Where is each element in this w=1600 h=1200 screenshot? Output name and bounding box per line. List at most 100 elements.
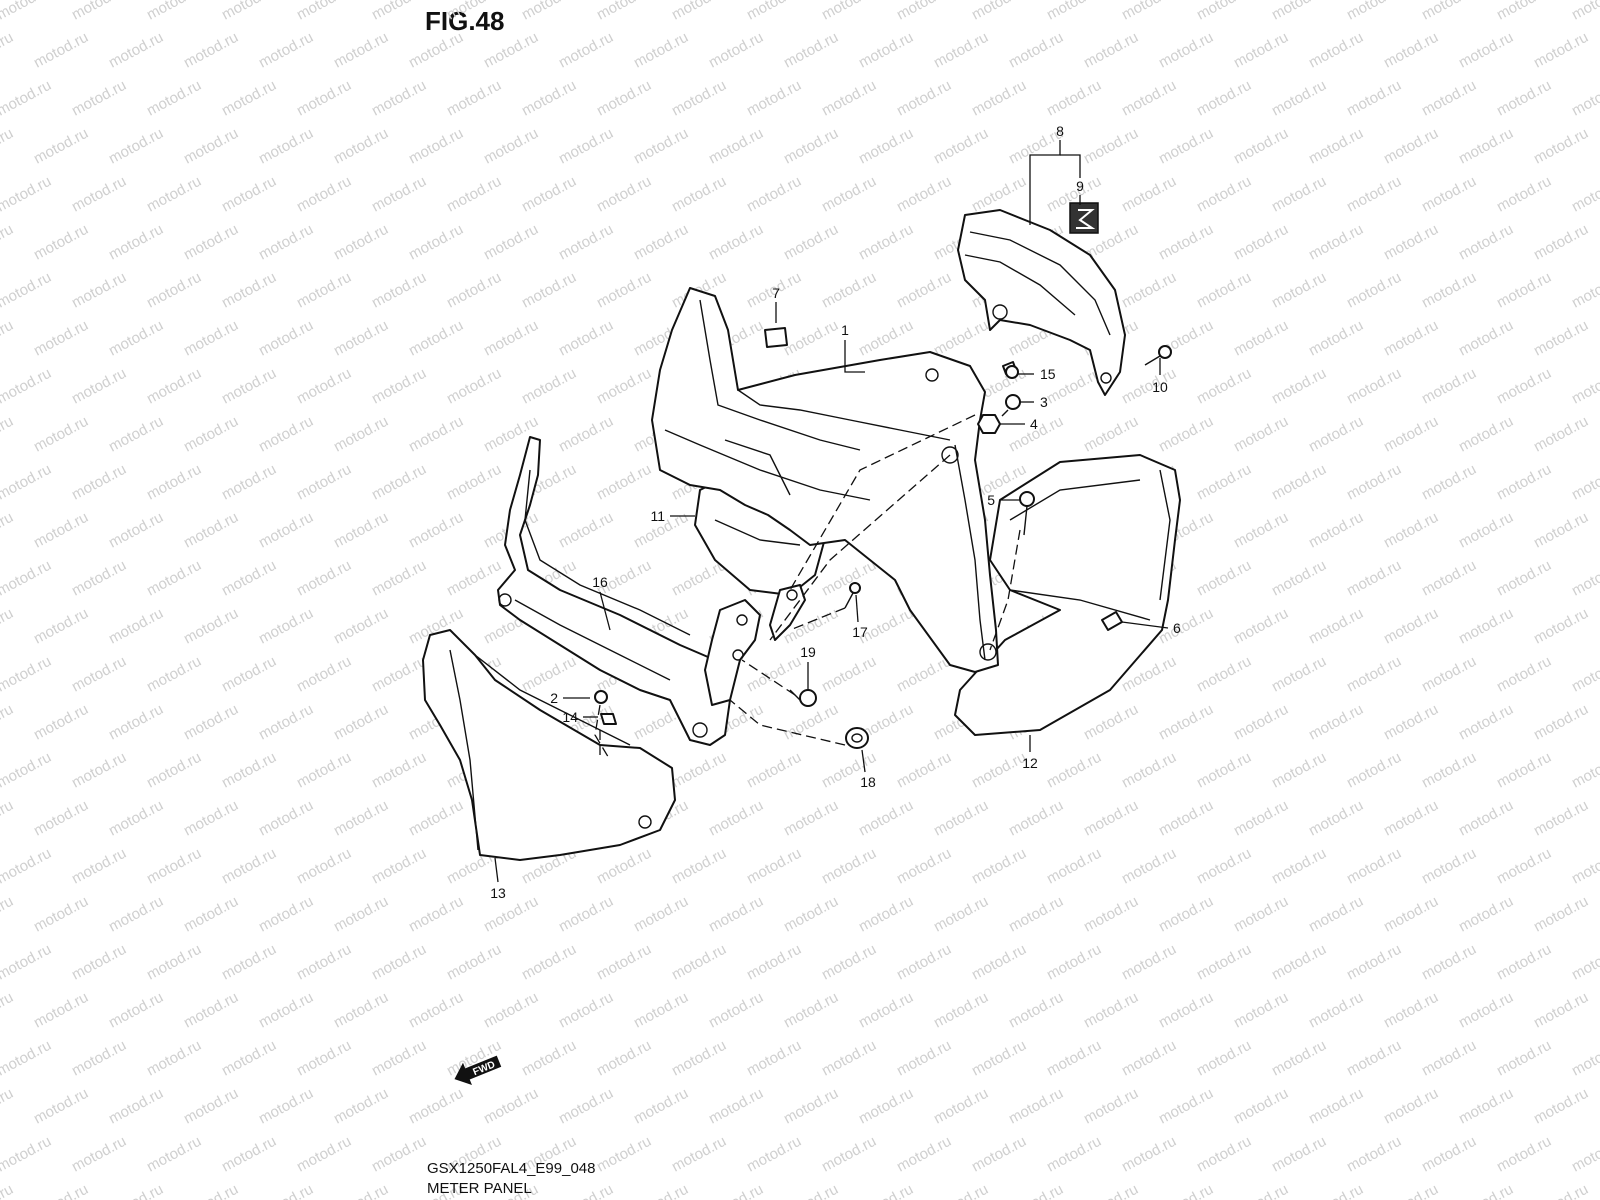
watermark-text: motod.ru: [369, 557, 429, 600]
watermark-text: motod.ru: [31, 317, 91, 360]
watermark-text: motod.ru: [1381, 605, 1441, 648]
watermark-text: motod.ru: [1456, 509, 1516, 552]
watermark-text: motod.ru: [481, 125, 541, 168]
watermark-text: motod.ru: [894, 845, 954, 888]
watermark-text: motod.ru: [69, 173, 129, 216]
watermark-text: motod.ru: [1119, 1133, 1179, 1176]
watermark-text: motod.ru: [594, 941, 654, 984]
watermark-text: motod.ru: [1419, 653, 1479, 696]
watermark-text: motod.ru: [1344, 269, 1404, 312]
leader-lines: [494, 140, 1169, 883]
watermark-text: motod.ru: [519, 653, 579, 696]
watermark-text: motod.ru: [1381, 797, 1441, 840]
watermark-text: motod.ru: [219, 845, 279, 888]
watermark-text: motod.ru: [1569, 0, 1600, 24]
watermark-text: motod.ru: [0, 653, 54, 696]
watermark-text: motod.ru: [181, 29, 241, 72]
watermark-text: motod.ru: [1456, 989, 1516, 1032]
watermark-text: motod.ru: [856, 893, 916, 936]
watermark-text: motod.ru: [744, 653, 804, 696]
watermark-text: motod.ru: [331, 1085, 391, 1128]
figure-title: FIG.48: [425, 6, 505, 36]
watermark-text: motod.ru: [1494, 1037, 1554, 1080]
watermark-text: motod.ru: [69, 653, 129, 696]
watermark-text: motod.ru: [144, 365, 204, 408]
watermark-text: motod.ru: [144, 173, 204, 216]
watermark-text: motod.ru: [1494, 749, 1554, 792]
watermark-text: motod.ru: [181, 509, 241, 552]
watermark-text: motod.ru: [444, 365, 504, 408]
watermark-text: motod.ru: [1194, 461, 1254, 504]
bolt-19: [789, 689, 817, 707]
watermark-text: motod.ru: [856, 29, 916, 72]
watermark-text: motod.ru: [969, 749, 1029, 792]
watermark-text: motod.ru: [69, 1037, 129, 1080]
watermark-text: motod.ru: [1456, 221, 1516, 264]
watermark-text: motod.ru: [1269, 941, 1329, 984]
watermark-text: motod.ru: [556, 989, 616, 1032]
watermark-text: motod.ru: [1456, 1085, 1516, 1128]
watermark-text: motod.ru: [931, 29, 991, 72]
watermark-text: motod.ru: [219, 461, 279, 504]
watermark-text: motod.ru: [106, 509, 166, 552]
nut-4: [977, 414, 1001, 434]
nut-14: [600, 713, 617, 725]
watermark-text: motod.ru: [1419, 365, 1479, 408]
watermark-text: motod.ru: [69, 845, 129, 888]
watermark-text: motod.ru: [219, 0, 279, 24]
watermark-text: motod.ru: [1381, 221, 1441, 264]
watermark-text: motod.ru: [744, 1133, 804, 1176]
watermark-text: motod.ru: [106, 221, 166, 264]
watermark-text: motod.ru: [1156, 893, 1216, 936]
watermark-text: motod.ru: [181, 701, 241, 744]
watermark-text: motod.ru: [819, 1133, 879, 1176]
watermark-text: motod.ru: [969, 0, 1029, 24]
watermark-text: motod.ru: [106, 797, 166, 840]
watermark-text: motod.ru: [1081, 1085, 1141, 1128]
watermark-text: motod.ru: [1569, 269, 1600, 312]
watermark-text: motod.ru: [894, 77, 954, 120]
watermark-text: motod.ru: [294, 1133, 354, 1176]
watermark-text: motod.ru: [1569, 941, 1600, 984]
watermark-text: motod.ru: [1081, 125, 1141, 168]
watermark-text: motod.ru: [1231, 605, 1291, 648]
watermark-text: motod.ru: [744, 749, 804, 792]
watermark-text: motod.ru: [31, 509, 91, 552]
watermark-text: motod.ru: [1081, 893, 1141, 936]
watermark-text: motod.ru: [369, 845, 429, 888]
watermark-text: motod.ru: [1419, 749, 1479, 792]
watermark-text: motod.ru: [1419, 173, 1479, 216]
watermark-text: motod.ru: [69, 557, 129, 600]
watermark-text: motod.ru: [406, 509, 466, 552]
watermark-text: motod.ru: [0, 893, 16, 936]
watermark-text: motod.ru: [1194, 557, 1254, 600]
watermark-text: motod.ru: [819, 845, 879, 888]
watermark-text: motod.ru: [556, 221, 616, 264]
watermark-text: motod.ru: [1344, 845, 1404, 888]
watermark-text: motod.ru: [781, 125, 841, 168]
watermark-text: motod.ru: [669, 77, 729, 120]
watermark-text: motod.ru: [1194, 77, 1254, 120]
watermark-text: motod.ru: [0, 269, 54, 312]
watermark-text: motod.ru: [1494, 941, 1554, 984]
watermark-text: motod.ru: [594, 461, 654, 504]
watermark-text: motod.ru: [1306, 29, 1366, 72]
watermark-text: motod.ru: [256, 509, 316, 552]
watermark-text: motod.ru: [406, 893, 466, 936]
callout-18: 18: [860, 774, 876, 790]
watermark-text: motod.ru: [1494, 461, 1554, 504]
callout-3: 3: [1040, 394, 1048, 410]
watermark-text: motod.ru: [444, 557, 504, 600]
watermark-text: motod.ru: [219, 77, 279, 120]
watermark-text: motod.ru: [294, 173, 354, 216]
watermark-text: motod.ru: [406, 413, 466, 456]
watermark-text: motod.ru: [1569, 845, 1600, 888]
watermark-text: motod.ru: [519, 77, 579, 120]
watermark-text: motod.ru: [1531, 1085, 1591, 1128]
watermark-text: motod.ru: [781, 1085, 841, 1128]
watermark-text: motod.ru: [819, 0, 879, 24]
watermark-text: motod.ru: [1344, 749, 1404, 792]
watermark-text: motod.ru: [1569, 653, 1600, 696]
watermark-text: motod.ru: [1231, 893, 1291, 936]
